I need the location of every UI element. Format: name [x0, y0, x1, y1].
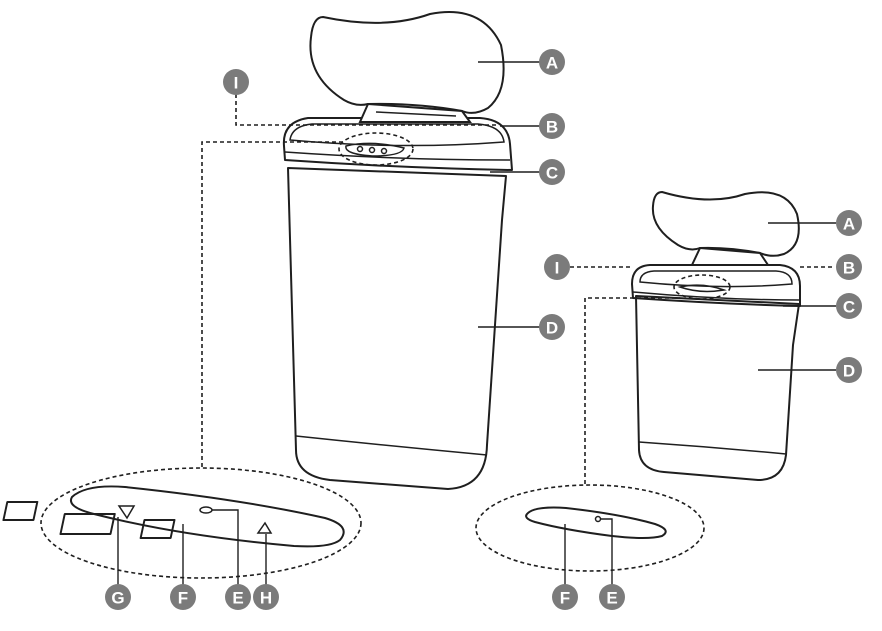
svg-text:A: A [843, 215, 855, 234]
large-connector-I [235, 94, 498, 126]
small-can-hinge [690, 246, 770, 266]
svg-text:F: F [560, 589, 570, 608]
callout-B-small: B [836, 254, 862, 280]
svg-text:E: E [232, 589, 243, 608]
callout-E-large: E [225, 584, 251, 610]
callout-C-large: C [539, 159, 565, 185]
callout-A-small: A [836, 210, 862, 236]
small-detail-panel [525, 506, 667, 539]
callout-I-large: I [223, 69, 249, 95]
sensor-dot [199, 506, 213, 514]
callout-H: H [253, 584, 279, 610]
large-detail-panel [70, 485, 345, 548]
display-window [59, 513, 116, 535]
callout-F-large: F [170, 584, 196, 610]
svg-text:F: F [178, 589, 188, 608]
large-panel-detail [2, 467, 362, 579]
callout-E-small: E [599, 584, 625, 610]
large-detail-dashed-ellipse [40, 467, 362, 579]
small-can-body [635, 295, 800, 481]
large-can-open-lid [309, 11, 505, 114]
callout-D-large: D [539, 314, 565, 340]
svg-text:A: A [546, 54, 558, 73]
small-detail-dashed-ellipse [475, 484, 705, 572]
svg-text:C: C [843, 298, 855, 317]
large-connector-line [201, 141, 344, 467]
small-can-open-lid [651, 190, 800, 257]
large-can-hinge [358, 102, 472, 123]
large-can [282, 11, 513, 490]
svg-text:I: I [555, 259, 560, 278]
callout-G: G [105, 584, 131, 610]
callout-A-large: A [539, 49, 565, 75]
leader-lines [117, 61, 836, 585]
svg-text:E: E [606, 589, 617, 608]
small-sensor-dot [594, 515, 602, 523]
small-panel-detail [475, 484, 705, 572]
svg-text:B: B [546, 118, 558, 137]
up-button [139, 519, 176, 539]
callout-D-small: D [836, 357, 862, 383]
large-can-body [287, 167, 507, 490]
callout-I-small: I [544, 254, 570, 280]
large-can-base-band [295, 435, 488, 456]
large-can-panel [345, 142, 405, 157]
svg-text:I: I [234, 74, 239, 93]
svg-text:B: B [843, 259, 855, 278]
down-button [2, 501, 39, 521]
small-connector-line [584, 297, 680, 484]
callout-B-large: B [539, 113, 565, 139]
callout-C-small: C [836, 293, 862, 319]
large-can-lid-ring [282, 117, 513, 171]
small-can-panel-highlight [673, 274, 731, 300]
svg-text:C: C [546, 164, 558, 183]
svg-text:D: D [843, 362, 855, 381]
small-can-lid-ring [631, 264, 801, 307]
svg-text:D: D [546, 319, 558, 338]
small-can [631, 190, 801, 481]
svg-text:H: H [260, 589, 272, 608]
svg-text:G: G [111, 589, 124, 608]
large-can-lid-ring-inner [289, 123, 505, 147]
callout-F-small: F [552, 584, 578, 610]
large-can-panel-highlight [338, 132, 414, 166]
